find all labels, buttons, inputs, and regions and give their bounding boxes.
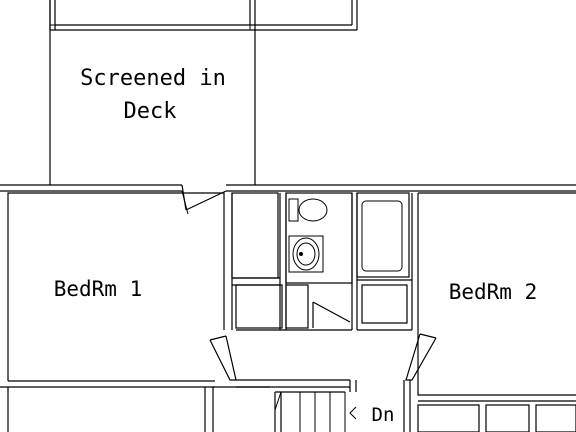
bathroom <box>285 192 358 330</box>
exterior-walls <box>0 184 576 192</box>
deck-label-line1: Screened in <box>80 66 226 91</box>
stairs <box>236 379 357 432</box>
bedroom-2 <box>411 192 576 402</box>
deck-door <box>181 184 227 215</box>
stair-down-label: Dn <box>372 404 395 426</box>
bedroom-2-label: BedRm 2 <box>449 280 538 304</box>
toilet-tank <box>288 198 299 222</box>
deck-label-line2: Deck <box>124 99 177 124</box>
closets <box>231 192 309 330</box>
bedroom-1-label: BedRm 1 <box>54 277 143 301</box>
lower-rooms <box>7 380 576 432</box>
toilet-bowl <box>298 198 328 222</box>
hall-doors <box>209 329 437 381</box>
sink-counter <box>288 235 324 273</box>
sink-basin <box>292 237 320 271</box>
deck-area <box>49 0 358 185</box>
bathtub <box>356 192 412 324</box>
